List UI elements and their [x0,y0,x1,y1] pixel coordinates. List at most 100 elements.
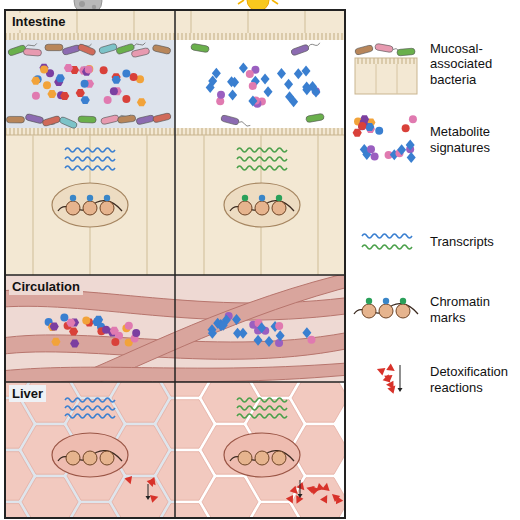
metabolite [277,68,286,79]
metabolite [50,323,59,331]
flagellum [133,41,145,47]
bacterium-body [98,43,117,54]
bacterium-body [100,114,119,124]
bacterium [397,48,415,56]
metabolite [212,68,221,79]
transcript [237,414,287,418]
section-label: Liver [9,385,46,402]
detox-product [293,495,303,505]
cell-border [76,10,77,33]
metabolite [217,91,225,99]
bacterium [136,115,155,125]
metabolite [125,322,133,330]
metabolite [294,68,303,79]
nucleosome [255,451,269,465]
metabolite [32,92,40,100]
nucleosome [238,201,252,215]
transcript [237,157,287,161]
bacterium-body [42,115,61,126]
nucleosome [100,201,114,215]
detox-product [383,373,393,382]
bacterium [77,43,96,56]
bacterium-body [354,45,373,56]
metabolite [285,91,294,102]
metabolite [276,330,285,341]
hepatocyte [292,426,345,475]
bacterium-body [59,116,78,129]
hepatocyte [22,478,78,518]
metabolite [407,152,416,163]
nucleosome [238,451,252,465]
bacterium-body [78,116,96,123]
detox-product [320,493,331,503]
bacterium-body [6,116,24,123]
metabolite [206,82,215,93]
nucleosome [272,201,286,215]
transcript [362,234,412,238]
metabolite [264,86,273,97]
metabolite [81,96,90,104]
legend-label: Mucosal-associated bacteria [430,41,516,88]
bacterium-body [375,43,394,52]
bacterium [42,115,61,126]
nucleosome [83,201,97,215]
chromatin-mark [259,195,265,201]
flagellum [238,121,250,127]
bacterium [45,44,63,50]
nucleosome [255,201,269,215]
transcript [362,245,412,249]
circulation-band: Circulation [5,275,345,382]
intestine-band: Intestine [5,10,345,275]
metabolite [227,76,236,87]
metabolite [64,64,73,72]
detox-product [322,482,331,491]
reaction-arrowhead [398,388,403,392]
bacterium [220,115,251,129]
cell-border [247,10,248,33]
hepatocyte [112,478,168,518]
metabolite [51,338,60,346]
hepatocyte [292,478,345,518]
detox-product [329,491,340,502]
metabolite [402,124,410,132]
transcript [237,166,287,170]
bacterium-body [136,115,155,125]
flagellum [25,42,37,49]
cell-border [190,10,191,33]
metabolite [104,96,112,104]
bacterium [131,47,150,57]
metabolite [248,95,257,106]
bacterium [152,44,171,54]
chromatin-mark [276,195,282,201]
hepatocyte [157,504,213,518]
bacterium-body [131,47,150,57]
metabolite [367,145,375,153]
metabolite [233,328,242,339]
metabolite [265,336,274,347]
bacterium [78,116,96,123]
chromatin-mark [70,195,76,201]
bacterium [98,43,117,54]
transcript [237,406,287,410]
metabolite [397,144,406,155]
hepatocyte [112,382,168,422]
nucleus [52,433,128,477]
metabolite [409,115,417,123]
transcript [65,148,115,152]
section-label: Circulation [9,278,83,295]
nucleosome [100,451,114,465]
flagellum [308,41,320,48]
metabolite [110,327,119,335]
nucleosome [66,451,80,465]
bacterium [6,116,24,123]
cell-border [32,135,33,275]
nucleosome [272,451,286,465]
lumen-night [5,40,175,128]
detox-product [150,493,160,503]
detox-product [148,477,159,488]
bacterium-body [62,44,81,55]
lumen-day [175,40,345,128]
metabolite [246,70,254,78]
cell-border [304,10,305,33]
